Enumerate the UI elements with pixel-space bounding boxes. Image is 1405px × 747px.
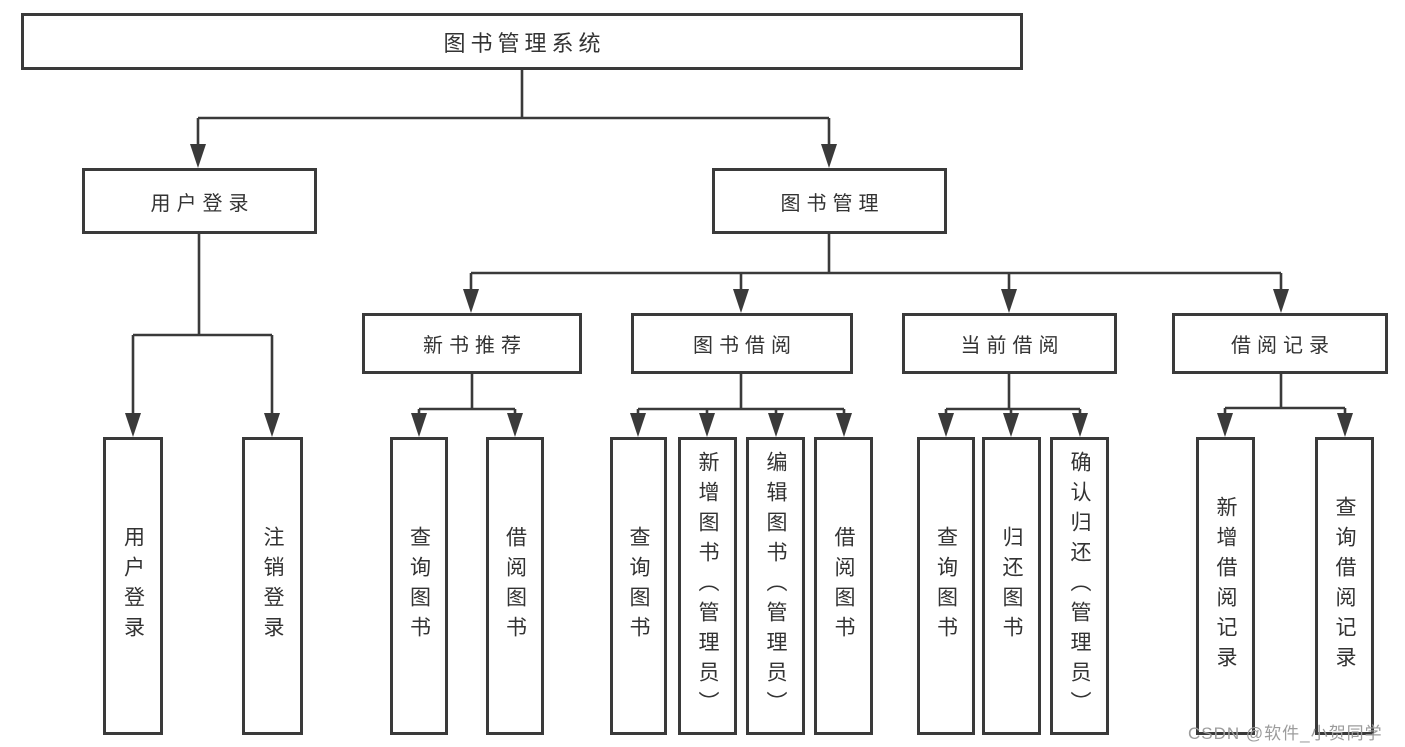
leaf-user-login: 用户登录 [103,437,163,735]
node-user-login: 用户登录 [82,168,317,234]
node-label: 用户登录 [150,192,255,215]
node-label: 当前借阅 [960,335,1065,357]
node-label: 查询图书 [407,526,431,646]
node-label: 编辑图书（管理员） [764,451,787,721]
node-label: 确认归还（管理员） [1068,451,1091,721]
node-label: 图书管理 [780,192,885,215]
leaf-br-add-record: 新增借阅记录 [1196,437,1255,735]
node-borrowing-records: 借阅记录 [1172,313,1388,374]
node-label: 注销登录 [261,526,284,646]
node-label: 图书借阅 [693,335,797,357]
node-label: 借阅图书 [832,526,855,646]
node-label: 借阅图书 [503,526,527,646]
leaf-cb-return-books: 归还图书 [982,437,1041,735]
node-label: 查询图书 [627,526,650,646]
node-label: 新增借阅记录 [1214,496,1237,676]
node-label: 图书管理系统 [443,30,606,56]
node-label: 查询借阅记录 [1333,496,1356,676]
leaf-cb-confirm-return-admin: 确认归还（管理员） [1050,437,1109,735]
leaf-bb-add-books-admin: 新增图书（管理员） [678,437,737,735]
node-label: 归还图书 [1000,526,1023,646]
connector-user-login-to-leaves [125,234,280,437]
node-book-borrowing: 图书借阅 [631,313,853,374]
leaf-bb-query-books: 查询图书 [610,437,667,735]
node-new-book-recommendation: 新书推荐 [362,313,582,374]
connector-book-borrowing-to-leaves [630,374,852,437]
node-label: 用户登录 [121,526,145,646]
node-label: 新书推荐 [423,335,527,357]
connector-current-borrowing-to-leaves [938,374,1088,437]
node-current-borrowing: 当前借阅 [902,313,1117,374]
leaf-nb-query-books: 查询图书 [390,437,448,735]
leaf-nb-borrow-books: 借阅图书 [486,437,544,735]
connector-new-book-rec-to-leaves [411,374,523,437]
leaf-br-query-record: 查询借阅记录 [1315,437,1374,735]
node-label: 查询图书 [934,526,958,646]
watermark-csdn: CSDN @软件_小贺同学 [1188,724,1383,743]
leaf-bb-edit-books-admin: 编辑图书（管理员） [746,437,805,735]
leaf-bb-borrow-books: 借阅图书 [814,437,873,735]
connector-book-management-to-groups [463,234,1289,313]
node-label: 新增图书（管理员） [696,451,719,721]
connector-root-to-level2 [190,70,837,168]
node-book-management: 图书管理 [712,168,947,234]
leaf-cb-query-books: 查询图书 [917,437,975,735]
node-label: 借阅记录 [1231,335,1335,357]
leaf-logout-login: 注销登录 [242,437,303,735]
connector-borrowing-records-to-leaves [1217,374,1353,437]
node-library-management-system: 图书管理系统 [21,13,1023,70]
